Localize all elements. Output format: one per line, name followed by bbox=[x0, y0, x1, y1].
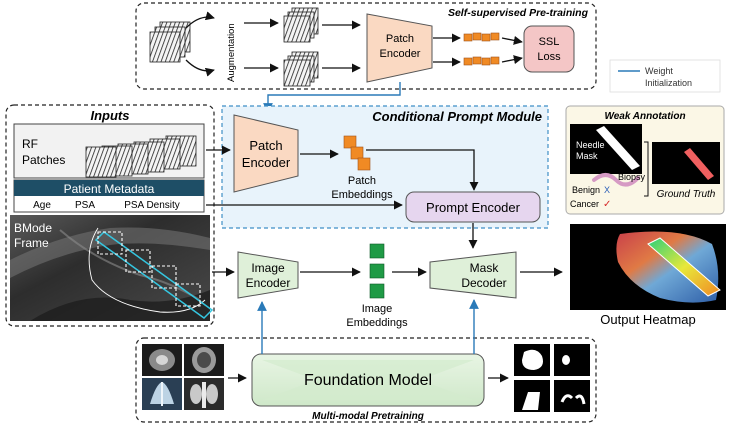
ground-truth-label: Ground Truth bbox=[657, 189, 716, 200]
metadata-title: Patient Metadata bbox=[64, 182, 155, 196]
cancer-mark: ✓ bbox=[603, 199, 611, 210]
benign-label: Benign bbox=[572, 185, 600, 195]
mask-decoder-label-2: Decoder bbox=[461, 276, 506, 290]
prompt-encoder-box bbox=[405, 191, 541, 223]
prompt-encoder-label: Prompt Encoder bbox=[426, 200, 521, 215]
image-encoder bbox=[237, 251, 299, 299]
ssl-encoder-label-1: Patch bbox=[386, 33, 414, 45]
biopsy-core-icon bbox=[592, 173, 640, 187]
cancer-label: Cancer bbox=[570, 199, 599, 209]
needle-mask-label-2: Mask bbox=[576, 151, 598, 161]
weight-init-legend: Weight Initialization bbox=[609, 59, 721, 93]
multimodal-title: Multi-modal Pretraining bbox=[312, 411, 424, 422]
ssl-section-box bbox=[135, 2, 597, 90]
ssl-input-stack bbox=[149, 21, 191, 63]
inputs-section-box bbox=[5, 104, 215, 327]
output-heatmap-image bbox=[570, 224, 726, 310]
metadata-header bbox=[14, 180, 204, 196]
foundation-model-label: Foundation Model bbox=[304, 372, 432, 389]
image-encoder-label-1: Image bbox=[251, 261, 285, 275]
mask-decoder bbox=[429, 251, 517, 299]
rf-patch-images bbox=[85, 135, 197, 178]
metadata-psa: PSA bbox=[75, 200, 95, 211]
ssl-embedding-tokens bbox=[463, 32, 500, 66]
inputs-title: Inputs bbox=[91, 108, 130, 123]
needle-mask-label-1: Needle bbox=[576, 140, 605, 150]
patch-embedding-blocks bbox=[343, 135, 371, 171]
ssl-loss-label-1: SSL bbox=[539, 36, 560, 48]
segmentation-mask-grid bbox=[514, 344, 590, 412]
legend-label-1: Weight bbox=[645, 66, 673, 76]
image-embedding-blocks bbox=[369, 243, 385, 299]
cpm-encoder-label-1: Patch bbox=[249, 138, 282, 153]
cpm-encoder-label-2: Encoder bbox=[242, 155, 291, 170]
benign-mark: X bbox=[604, 185, 610, 195]
metadata-age: Age bbox=[33, 200, 51, 211]
patch-embeddings-label-1: Patch bbox=[348, 175, 376, 187]
rf-patches-label-1: RF bbox=[22, 137, 38, 151]
metadata-psa-density: PSA Density bbox=[124, 200, 180, 211]
image-embeddings-label-1: Image bbox=[362, 303, 393, 315]
ssl-encoder-label-2: Encoder bbox=[380, 48, 421, 60]
rf-patches-label-2: Patches bbox=[22, 153, 65, 167]
ssl-patch-encoder bbox=[366, 13, 433, 83]
output-heatmap-label: Output Heatmap bbox=[600, 312, 695, 327]
patch-embeddings-label-2: Embeddings bbox=[331, 189, 393, 201]
weak-annotation-title: Weak Annotation bbox=[604, 111, 685, 122]
legend-label-2: Initialization bbox=[645, 78, 692, 88]
ssl-loss-label-2: Loss bbox=[537, 51, 561, 63]
augmentation-label: Augmentation bbox=[226, 23, 237, 82]
bmode-label-1: BMode bbox=[14, 221, 52, 235]
image-encoder-label-2: Encoder bbox=[246, 276, 291, 290]
cpm-title: Conditional Prompt Module bbox=[372, 109, 542, 124]
ssl-title: Self-supervised Pre-training bbox=[448, 7, 589, 19]
bmode-label-2: Frame bbox=[14, 236, 49, 250]
image-embeddings-label-2: Embeddings bbox=[346, 317, 408, 329]
mask-decoder-label-1: Mask bbox=[470, 261, 500, 275]
augmented-stack-bottom bbox=[283, 51, 319, 87]
cpm-patch-encoder bbox=[233, 114, 299, 193]
bmode-frame-image bbox=[10, 215, 214, 321]
medical-image-grid bbox=[142, 344, 224, 410]
ssl-loss-box bbox=[523, 25, 575, 73]
biopsy-label: Biopsy bbox=[618, 172, 646, 182]
augmented-stack-top bbox=[283, 7, 319, 43]
multimodal-section-box bbox=[135, 337, 597, 423]
